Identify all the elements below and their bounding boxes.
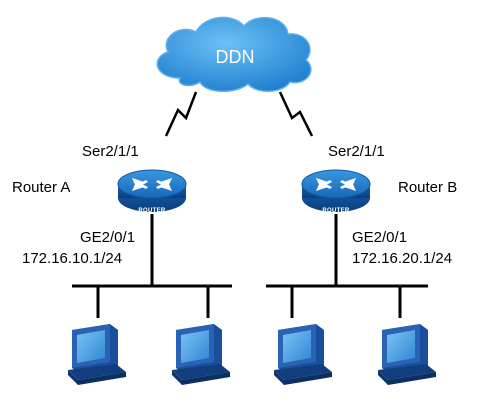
pc-icon xyxy=(378,324,436,385)
serial-link-b xyxy=(278,91,314,137)
router-b-badge: ROUTER xyxy=(322,208,349,214)
router-a-ge-label: GE2/0/1 xyxy=(80,229,135,246)
router-a-ip: 172.16.10.1/24 xyxy=(22,250,122,267)
router-a-badge: ROUTER xyxy=(138,208,165,214)
router-a-serial-label: Ser2/1/1 xyxy=(82,143,139,160)
router-icon xyxy=(301,169,371,213)
router-icon xyxy=(117,169,187,213)
serial-link-a xyxy=(164,91,198,137)
cloud-icon xyxy=(156,16,312,92)
cloud-label: DDN xyxy=(216,47,255,67)
router-a-name: Router A xyxy=(12,179,70,196)
pc-icon xyxy=(274,324,332,385)
ethernet-segment-b xyxy=(266,214,428,318)
router-b-serial-label: Ser2/1/1 xyxy=(328,143,385,160)
router-b-ip: 172.16.20.1/24 xyxy=(352,250,452,267)
pc-icon xyxy=(68,324,126,385)
ethernet-segment-a xyxy=(72,214,232,318)
pc-icon xyxy=(172,324,230,385)
router-b-ge-label: GE2/0/1 xyxy=(352,229,407,246)
router-b-name: Router B xyxy=(398,179,457,196)
